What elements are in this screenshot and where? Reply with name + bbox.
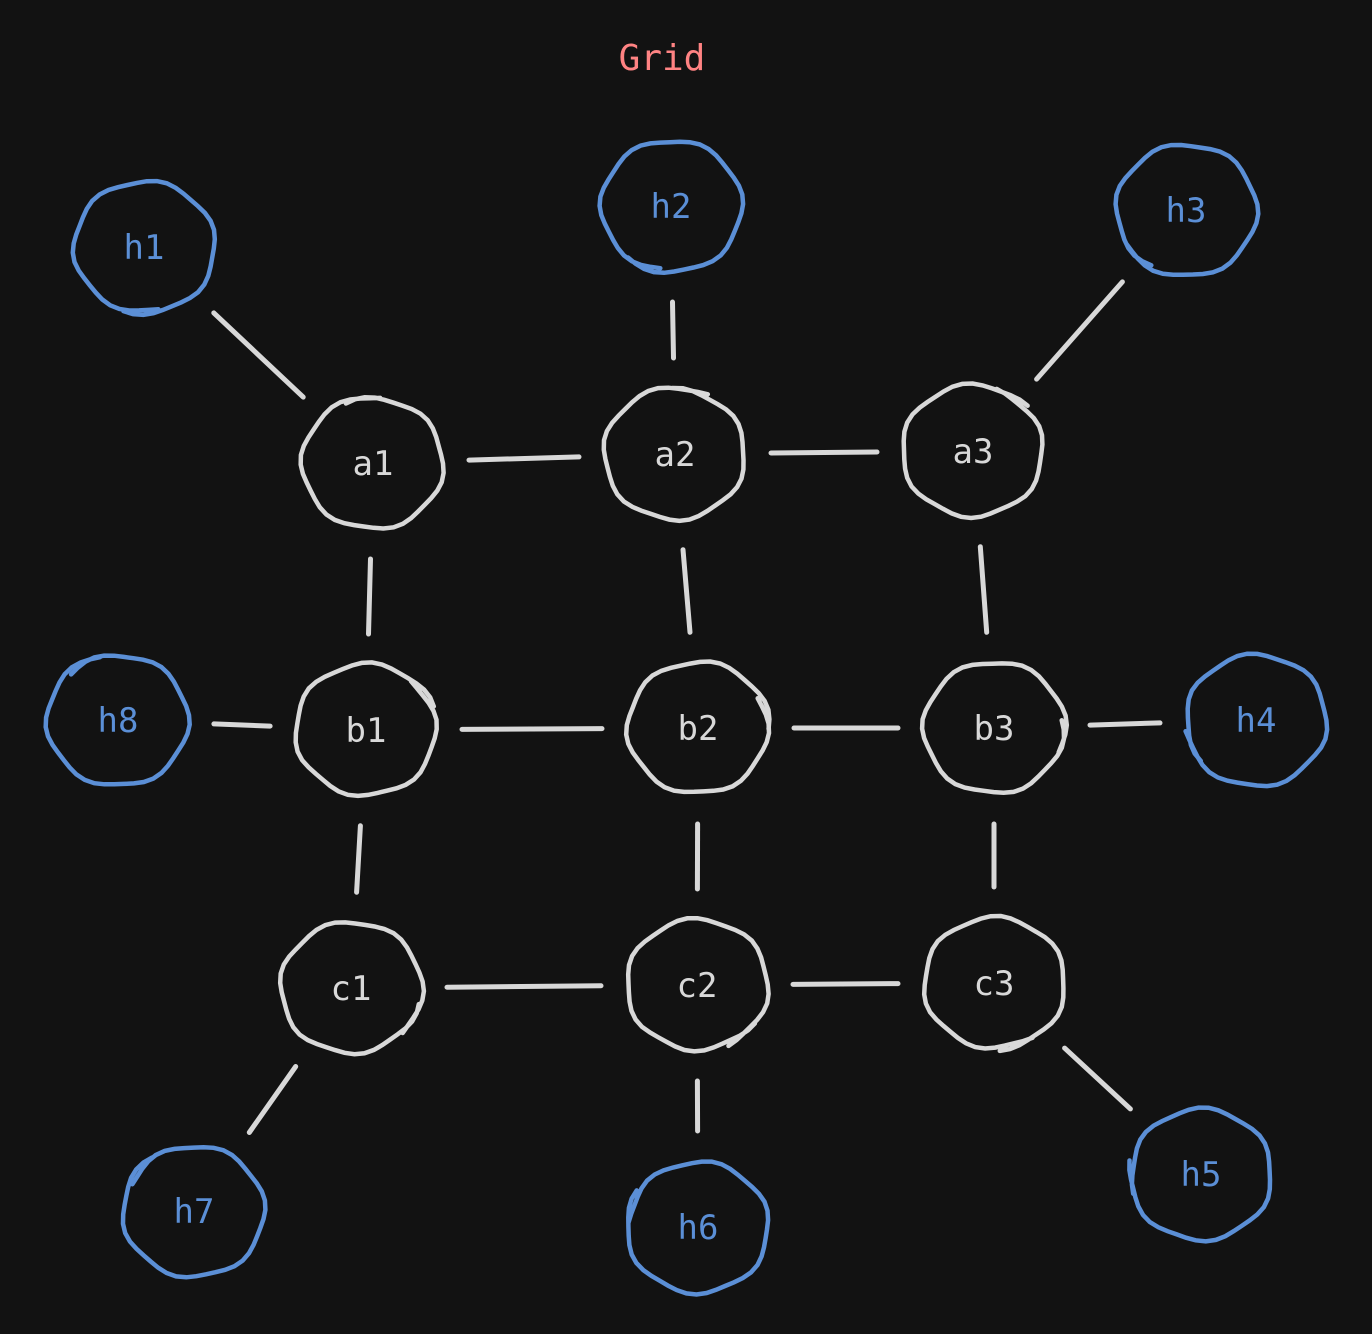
node-c2-circle — [625, 915, 771, 1054]
node-b1-circle — [293, 660, 439, 799]
node-a3-circle — [901, 381, 1045, 521]
edge-h4-b3 — [1087, 720, 1163, 728]
node-b2-circle — [623, 659, 772, 795]
node-h1: h1 — [70, 178, 218, 318]
node-b2-label: b2 — [678, 709, 719, 749]
node-h2: h2 — [597, 139, 746, 276]
node-b2: b2 — [623, 659, 772, 795]
node-h6-circle — [626, 1159, 771, 1297]
diagram-title: Grid — [619, 38, 706, 79]
node-b1-label: b1 — [346, 711, 387, 751]
node-a1-circle — [298, 394, 446, 531]
node-c3-label: c3 — [974, 964, 1015, 1004]
node-a3: a3 — [901, 381, 1045, 521]
edge-h8-b1 — [211, 721, 273, 729]
node-h5-label: h5 — [1181, 1155, 1222, 1195]
edge-c1-c2 — [444, 983, 604, 990]
node-c3-circle — [921, 913, 1066, 1054]
node-h4-label: h4 — [1236, 701, 1277, 741]
node-a2-circle — [601, 385, 746, 524]
edge-h5-c3 — [1062, 1045, 1133, 1112]
node-a1: a1 — [298, 394, 446, 531]
node-b3-circle — [919, 661, 1070, 796]
node-b3: b3 — [919, 661, 1070, 796]
edge-h2-a2 — [670, 299, 676, 361]
node-h3: h3 — [1113, 142, 1261, 278]
edge-c2-c3 — [790, 981, 901, 987]
nodes-layer: a1 a2 a3 b1 b2 b3 c1 c2 c3 h1 h2 h3 h4 h5 h6 h7 h8 — [43, 139, 1330, 1297]
node-c2: c2 — [625, 915, 771, 1054]
node-h2-label: h2 — [651, 187, 692, 227]
node-c1-label: c1 — [331, 969, 372, 1009]
edge-b1-c1 — [354, 823, 363, 895]
edges-layer — [211, 279, 1163, 1135]
edge-h3-a3 — [1034, 279, 1125, 382]
edge-a2-a3 — [768, 449, 880, 456]
edge-h1-a1 — [211, 310, 306, 400]
node-c1-circle — [277, 920, 427, 1057]
node-h1-circle — [70, 178, 218, 318]
node-h2-circle — [597, 139, 746, 276]
edge-a1-b1 — [366, 556, 373, 637]
node-h8-label: h8 — [98, 701, 139, 741]
edge-a3-b3 — [977, 544, 990, 635]
node-b1: b1 — [293, 660, 439, 799]
node-c3: c3 — [921, 913, 1066, 1054]
node-h7: h7 — [120, 1145, 268, 1280]
node-h8-circle — [43, 653, 192, 787]
node-c2-label: c2 — [677, 966, 718, 1006]
node-h3-label: h3 — [1166, 191, 1207, 231]
edge-a2-b2 — [680, 547, 693, 635]
node-h7-label: h7 — [174, 1192, 215, 1232]
edge-b1-b2 — [459, 726, 605, 732]
node-h3-circle — [1113, 142, 1261, 278]
node-a2-label: a2 — [655, 435, 696, 475]
node-h5: h5 — [1127, 1105, 1273, 1244]
node-a1-label: a1 — [353, 444, 394, 484]
node-h6: h6 — [626, 1159, 771, 1297]
node-a2: a2 — [601, 385, 746, 524]
node-h4: h4 — [1183, 651, 1330, 789]
node-b3-label: b3 — [974, 709, 1015, 749]
node-h6-label: h6 — [678, 1208, 719, 1248]
node-h1-label: h1 — [124, 228, 165, 268]
node-h4-circle — [1183, 651, 1330, 789]
node-h8: h8 — [43, 653, 192, 787]
node-c1: c1 — [277, 920, 427, 1057]
node-h5-circle — [1127, 1105, 1273, 1244]
node-a3-label: a3 — [953, 432, 994, 472]
node-h7-circle — [120, 1145, 268, 1280]
edge-a1-a2 — [466, 454, 582, 463]
edge-h7-c1 — [246, 1064, 299, 1135]
